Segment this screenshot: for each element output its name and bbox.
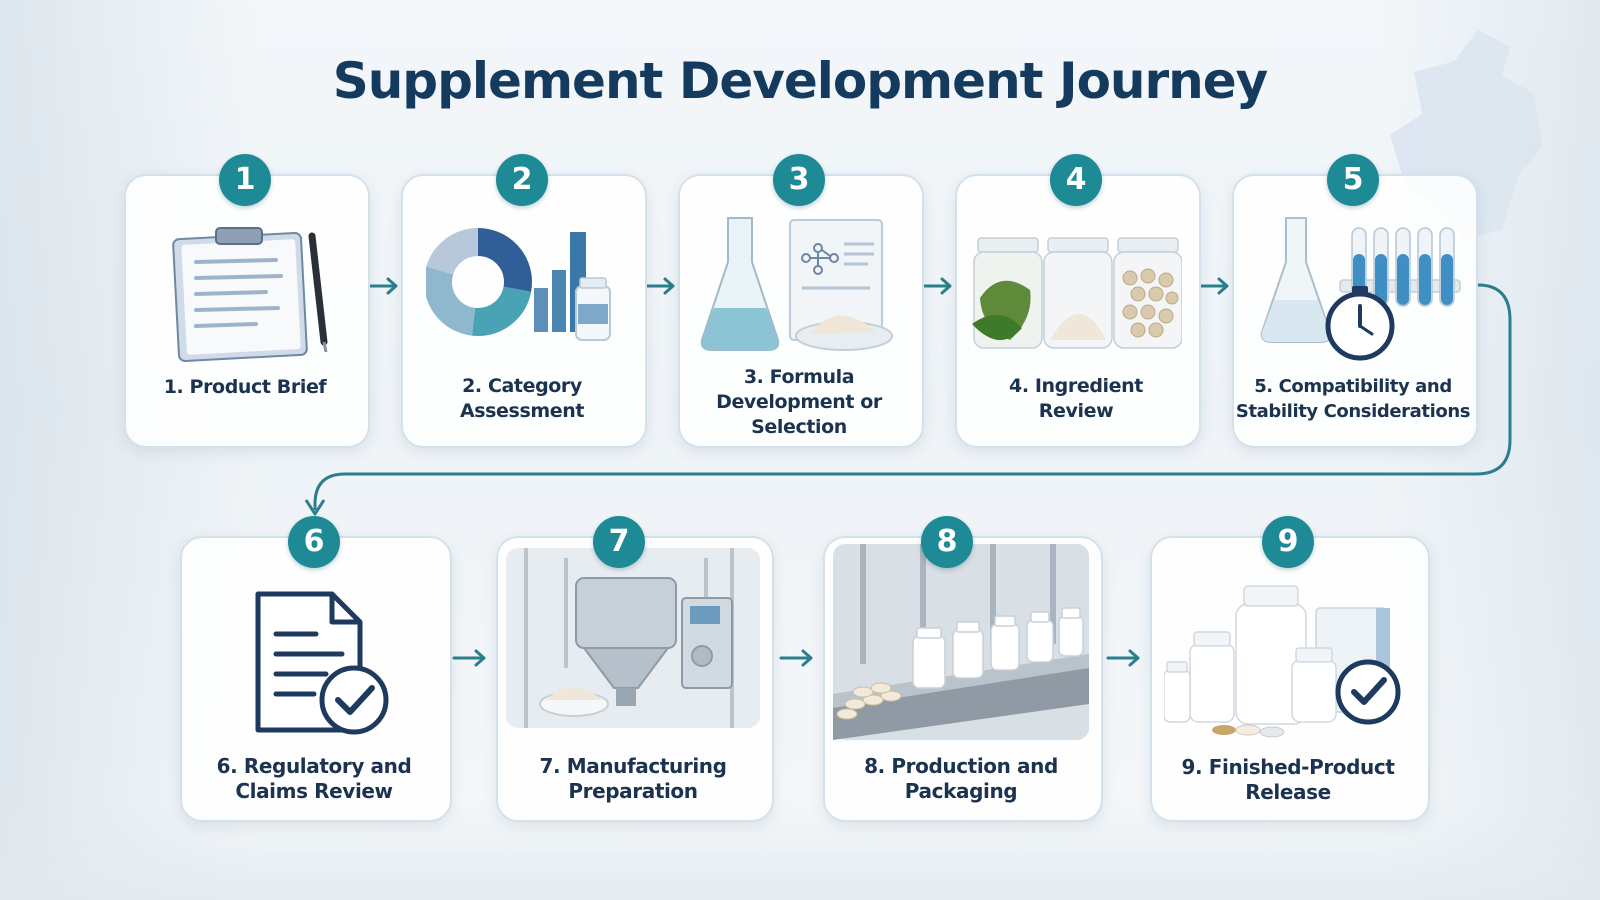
bottling-line-icon — [833, 544, 1089, 748]
chart-and-bottle-icon — [424, 222, 626, 356]
step-label-9: 9. Finished-Product Release — [1181, 755, 1395, 804]
step-badge-6: 6 — [288, 516, 340, 568]
step-label-3: 3. Formula Development or Selection — [716, 366, 882, 438]
step-badge-2: 2 — [496, 154, 548, 206]
flow-arrow-8-9 — [1106, 649, 1140, 667]
step-badge-5: 5 — [1327, 154, 1379, 206]
flow-arrow-1-2 — [368, 277, 398, 295]
mixing-machine-icon — [506, 548, 760, 732]
step-label-2: 2. Category Assessment — [459, 375, 585, 422]
flow-arrow-6-7 — [452, 649, 486, 667]
flow-arrow-7-8 — [779, 649, 813, 667]
step-badge-4: 4 — [1050, 154, 1102, 206]
flask-tubes-timer-icon — [1256, 214, 1466, 368]
bottles-check-icon — [1163, 580, 1414, 744]
step-badge-7: 7 — [593, 516, 645, 568]
step-badge-1: 1 — [219, 154, 271, 206]
flask-and-formula-icon — [698, 212, 904, 366]
step-badge-9: 9 — [1262, 516, 1314, 568]
step-label-7: 7. Manufacturing Preparation — [539, 754, 727, 803]
flow-arrow-2-3 — [645, 277, 675, 295]
page-title: Supplement Development Journey — [332, 52, 1269, 110]
step-badge-3: 3 — [773, 154, 825, 206]
step-label-6: 6. Regulatory and Claims Review — [216, 754, 412, 803]
step-label-4: 4. Ingredient Review — [1009, 375, 1143, 422]
step-label-5: 5. Compatibility and Stability Considera… — [1235, 376, 1471, 422]
step-badge-8: 8 — [921, 516, 973, 568]
ingredient-jars-icon — [970, 228, 1183, 362]
step-label-8: 8. Production and Packaging — [864, 754, 1058, 803]
clipboard-pen-icon — [166, 222, 336, 366]
document-check-icon — [254, 590, 394, 744]
flow-arrow-3-4 — [922, 277, 952, 295]
flow-arrow-4-5 — [1199, 277, 1229, 295]
step-label-1: 1. Product Brief — [163, 376, 327, 398]
